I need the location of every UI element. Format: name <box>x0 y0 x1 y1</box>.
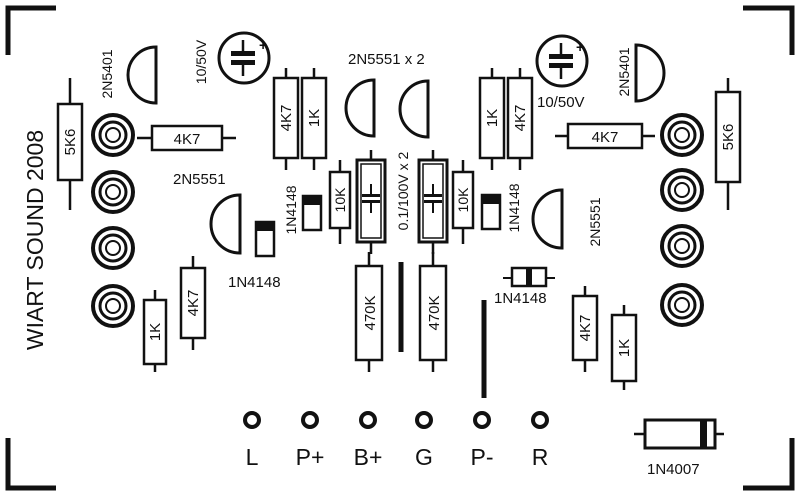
label-2n5551-left: 2N5551 <box>173 171 226 188</box>
terminal-row: L P+ B+ G P- R <box>243 411 549 470</box>
pad-r1 <box>660 113 704 157</box>
resistor-470k-left <box>354 264 384 362</box>
label-5k6-left: 5K6 <box>62 129 79 156</box>
pad-column-left <box>91 113 135 328</box>
label-470k-left: 470K <box>362 295 379 330</box>
resistor-4k7-top-right <box>506 76 534 160</box>
resistor-4k7-bottom-right <box>571 294 599 362</box>
label-cap-left: 10/50V <box>193 39 209 84</box>
terminal-pad-1 <box>301 411 319 429</box>
resistor-10k-right <box>451 170 475 230</box>
label-1n4148-bottom-right: 1N4148 <box>494 290 547 307</box>
label-10k-right: 10K <box>455 187 471 213</box>
label-4k7-top-left: 4K7 <box>278 105 295 132</box>
pad-l3 <box>91 226 135 270</box>
terminal-label-2: B+ <box>354 444 383 470</box>
pad-r4 <box>660 283 704 327</box>
terminal-label-3: G <box>415 444 433 470</box>
label-10k-left: 10K <box>332 187 348 213</box>
resistor-5k6-left <box>56 102 84 182</box>
label-1k-bottom-left: 1K <box>147 323 164 341</box>
diode-1n4148-bottom-right <box>503 266 555 288</box>
diode-1n4148-left-top <box>301 194 323 232</box>
label-4k7-bottom-left: 4K7 <box>185 290 202 317</box>
diode-1n4148-right-top <box>480 193 502 231</box>
label-2n5401-right: 2N5401 <box>616 47 632 96</box>
label-2n5551-pair: 2N5551 x 2 <box>348 51 425 68</box>
resistor-10k-left <box>328 170 352 230</box>
label-2n5401-left: 2N5401 <box>99 49 115 98</box>
pad-l1 <box>91 113 135 157</box>
resistor-4k7-top-left <box>272 76 300 160</box>
terminal-label-4: P- <box>471 444 494 470</box>
electrolytic-cap-left: + <box>217 31 271 85</box>
transistor-2n5551-right <box>531 188 564 250</box>
terminal-pad-0 <box>243 411 261 429</box>
label-1k-top-right: 1K <box>484 109 501 127</box>
pad-r2 <box>660 168 704 212</box>
label-2n5551-right: 2N5551 <box>587 197 603 246</box>
label-1k-bottom-right: 1K <box>616 339 633 357</box>
terminal-label-1: P+ <box>296 444 325 470</box>
transistor-2n5401-left <box>126 45 158 105</box>
transistor-2n5551-left <box>209 193 242 255</box>
pad-l4 <box>91 284 135 328</box>
transistor-2n5401-right <box>634 43 666 103</box>
resistor-470k-right <box>418 264 448 362</box>
label-1n4148-right: 1N4148 <box>506 183 522 232</box>
label-1n4007: 1N4007 <box>647 461 700 478</box>
resistor-1k-bottom-left <box>142 298 168 366</box>
label-4k7-bottom-right: 4K7 <box>577 315 594 342</box>
resistor-1k-bottom-right <box>610 313 638 383</box>
board-title: WIART SOUND 2008 <box>22 130 48 350</box>
corner-marks <box>5 5 795 491</box>
label-film-caps: 0.1/100V x 2 <box>395 151 411 230</box>
film-cap-left <box>355 150 387 254</box>
pad-l2 <box>91 170 135 214</box>
resistor-5k6-right <box>714 90 742 184</box>
terminal-pad-3 <box>415 411 433 429</box>
label-4k7-horizontal-left: 4K7 <box>174 131 201 148</box>
resistor-4k7-horizontal-right <box>566 122 644 150</box>
terminal-label-5: R <box>532 444 549 470</box>
diode-1n4148-bottom-left <box>254 220 276 258</box>
label-1n4148-bottom-left: 1N4148 <box>228 274 281 291</box>
label-1n4148-left: 1N4148 <box>283 185 299 234</box>
terminal-pad-5 <box>531 411 549 429</box>
terminal-pad-4 <box>473 411 491 429</box>
svg-text:+: + <box>576 39 584 55</box>
svg-text:+: + <box>259 37 267 53</box>
transistor-2n5551-pair-left <box>344 78 376 138</box>
resistor-4k7-horizontal-left <box>150 124 224 152</box>
label-4k7-top-right: 4K7 <box>512 105 529 132</box>
label-1k-top-left: 1K <box>306 109 323 127</box>
label-5k6-right: 5K6 <box>720 124 737 151</box>
label-cap-right: 10/50V <box>537 94 585 111</box>
terminal-pad-2 <box>359 411 377 429</box>
resistor-1k-top-left <box>300 76 328 160</box>
resistor-1k-top-right <box>478 76 506 160</box>
label-4k7-horizontal-right: 4K7 <box>592 129 619 146</box>
terminal-label-0: L <box>246 444 259 470</box>
transistor-2n5551-pair-right <box>398 79 430 139</box>
label-470k-right: 470K <box>426 295 443 330</box>
pad-r3 <box>660 224 704 268</box>
electrolytic-cap-right: + <box>535 34 589 88</box>
pad-column-right <box>660 113 704 327</box>
diode-1n4007 <box>634 418 724 450</box>
resistor-4k7-bottom-left <box>179 266 207 340</box>
film-cap-right <box>417 150 449 254</box>
